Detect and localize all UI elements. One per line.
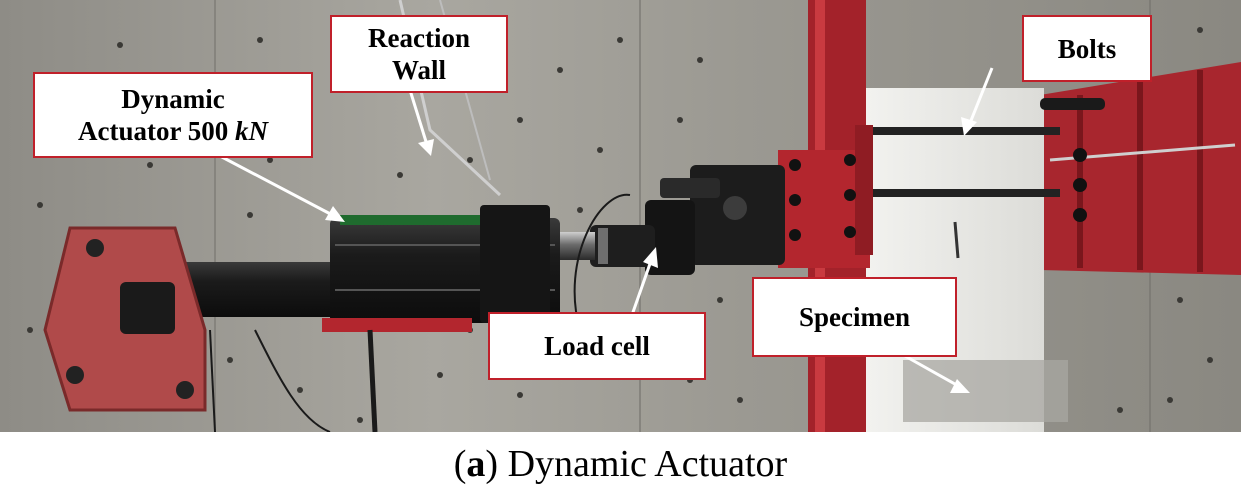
- specimen: [866, 88, 1068, 432]
- load-cell-label: Load cell: [488, 312, 706, 380]
- caption-open-paren: (: [453, 443, 467, 485]
- actuator-label: Dynamic Actuator 500 kN: [33, 72, 313, 158]
- caption-close-paren: ): [485, 443, 499, 485]
- reaction-wall-label-line1: Reaction: [368, 23, 470, 53]
- actuator-label-text: Actuator 500: [78, 116, 229, 146]
- actuator-label-unit: kN: [234, 116, 268, 146]
- bolts: [860, 98, 1105, 222]
- specimen-label: Specimen: [752, 277, 957, 357]
- actuator-label-line1: Dynamic: [121, 84, 225, 114]
- load-cell: [590, 225, 655, 267]
- reaction-wall-label: Reaction Wall: [330, 15, 508, 93]
- reaction-wall-label-line2: Wall: [391, 55, 446, 85]
- caption-letter: a: [466, 443, 486, 485]
- caption-text: Dynamic Actuator: [498, 443, 788, 485]
- base-plate: [43, 226, 207, 412]
- bolts-label: Bolts: [1022, 15, 1152, 82]
- load-cell-label-text: Load cell: [544, 331, 650, 361]
- bolts-label-text: Bolts: [1057, 33, 1117, 64]
- end-plate: [778, 125, 873, 268]
- figure-caption: (a) Dynamic Actuator: [0, 440, 1241, 488]
- specimen-label-text: Specimen: [799, 302, 910, 332]
- actuator-cylinder: [170, 205, 560, 332]
- swivel-head: [645, 165, 785, 275]
- actuator-label-line2: Actuator 500 kN: [78, 115, 268, 147]
